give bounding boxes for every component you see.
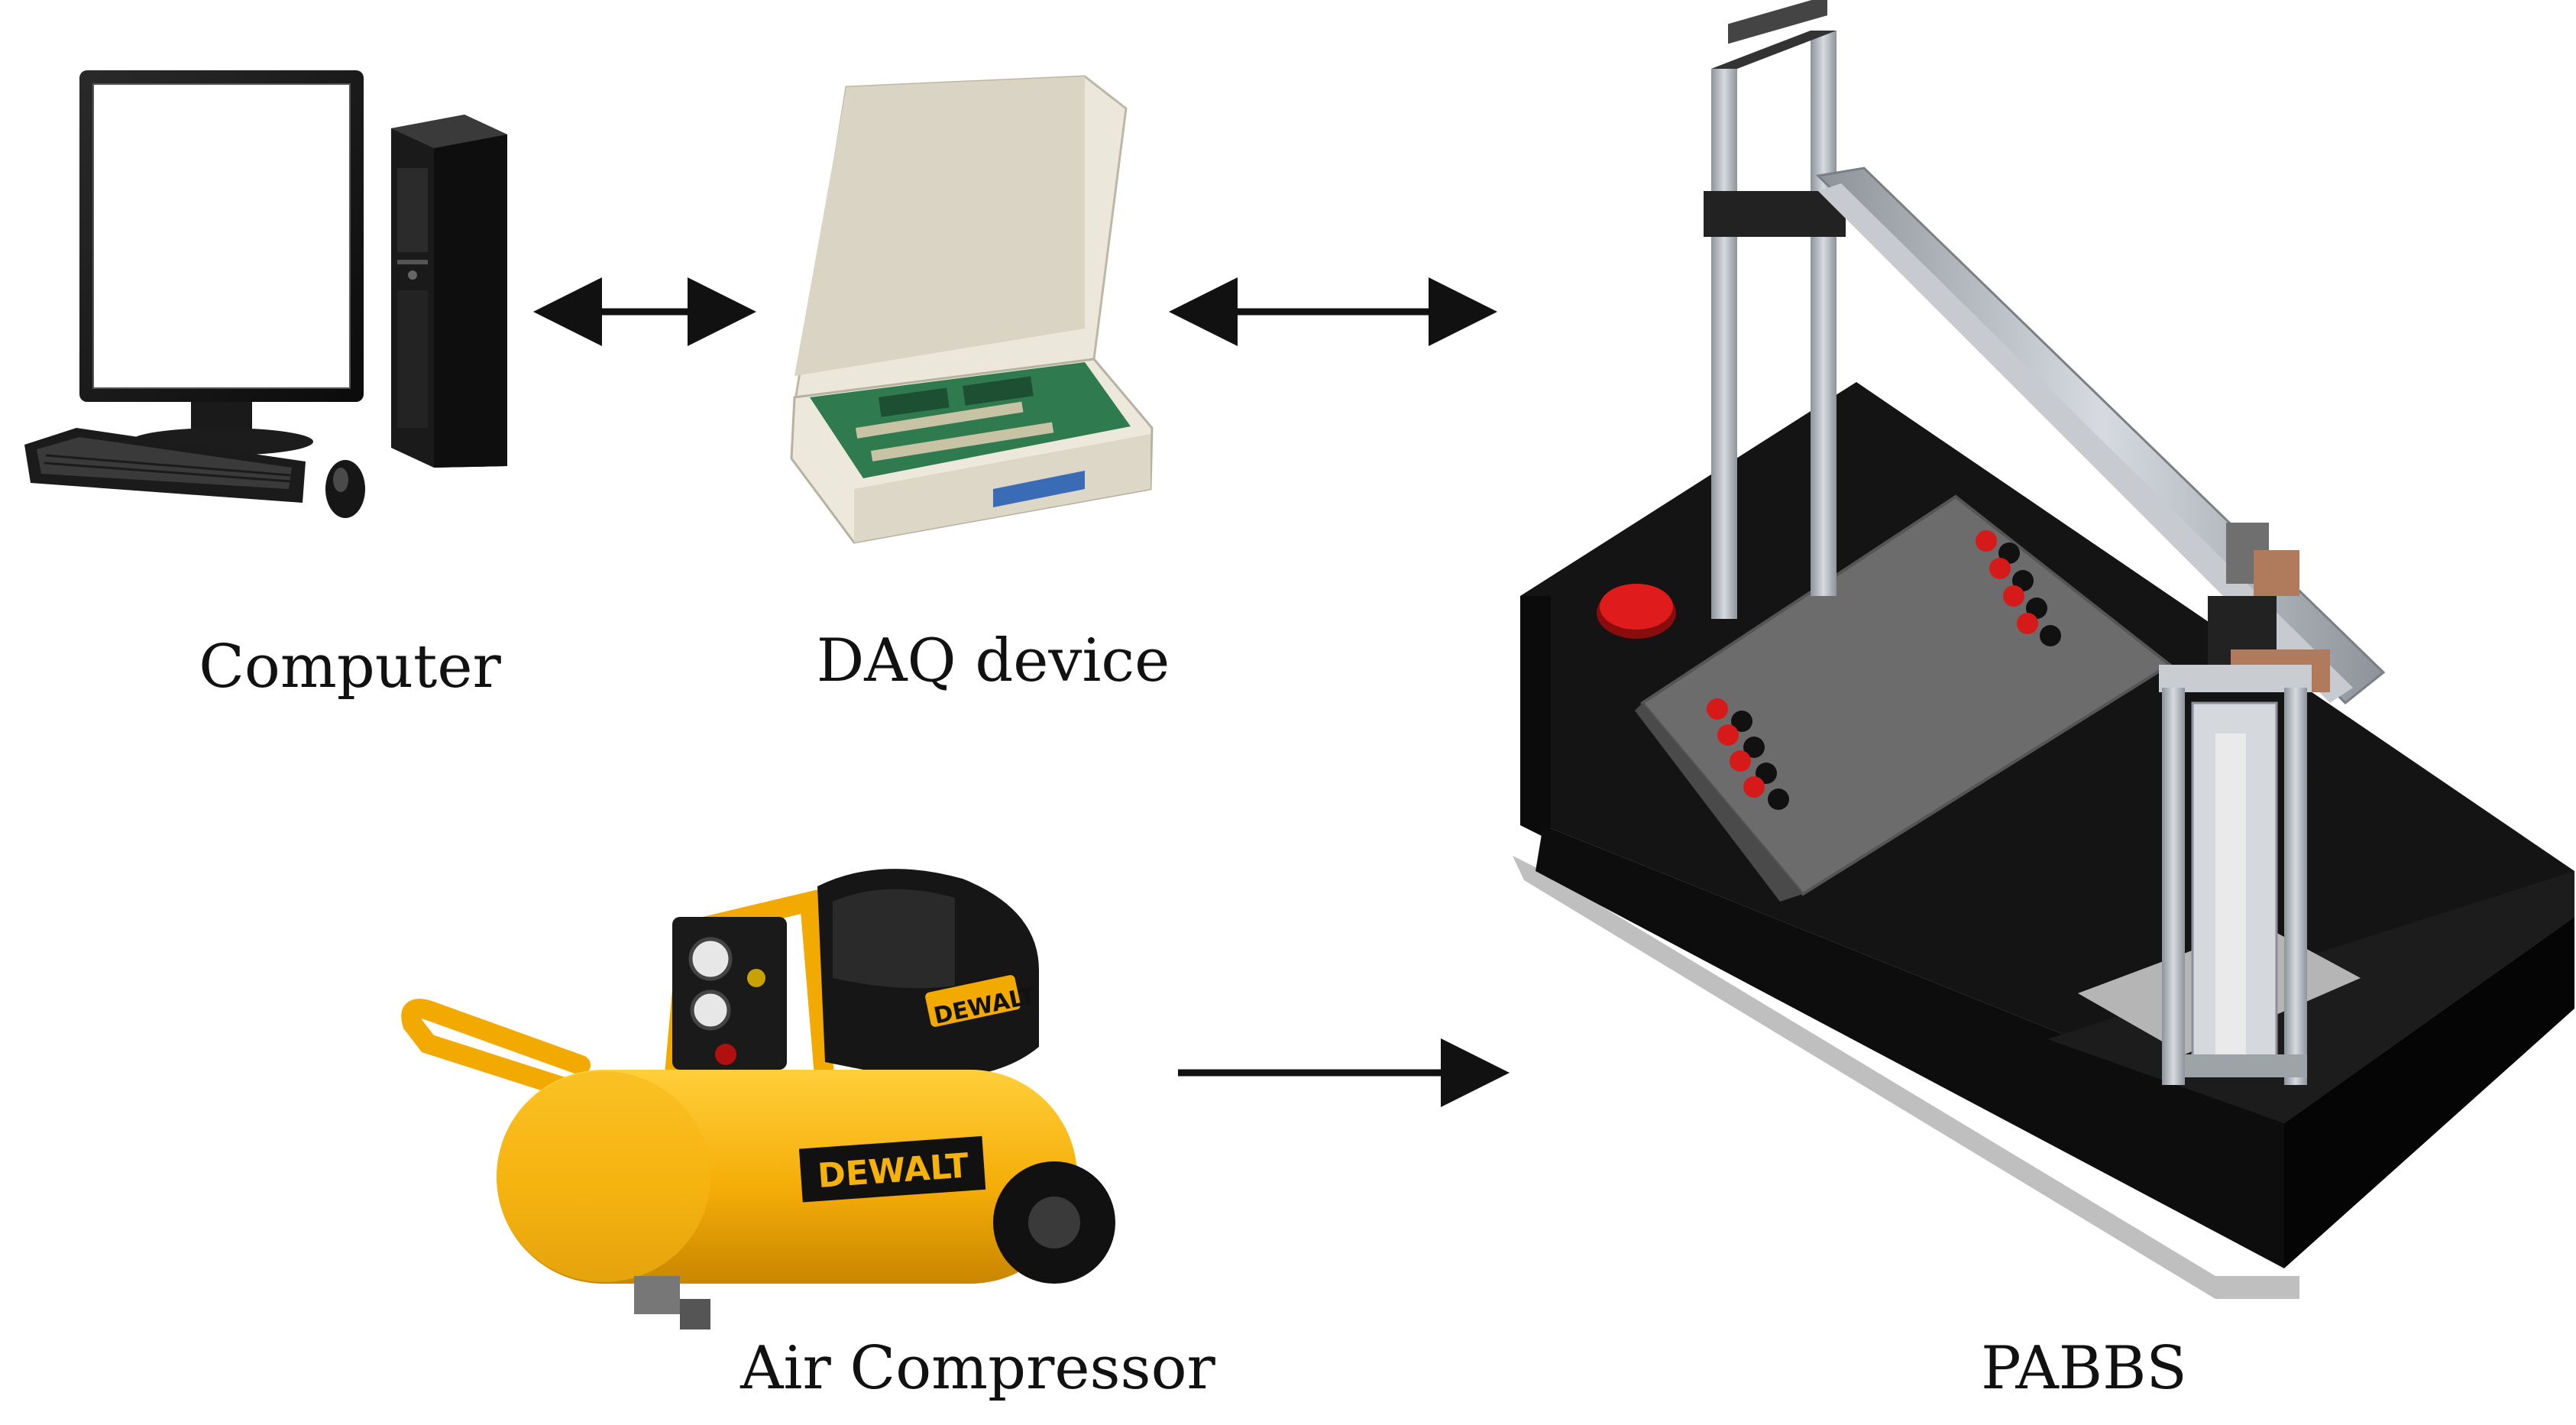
- air-compressor-label: Air Compressor: [740, 1334, 1215, 1403]
- panel-buttons-left: [1707, 698, 1789, 810]
- panel-buttons-right: [1976, 530, 2061, 646]
- pabbs-label: PABBS: [1981, 1334, 2187, 1403]
- computer-icon: [24, 70, 507, 518]
- daq-device-icon: [790, 75, 1154, 544]
- computer-label: Computer: [199, 633, 501, 701]
- air-compressor-icon: DEWALT DEWALT: [401, 869, 1115, 1329]
- daq-device-label: DAQ device: [816, 627, 1170, 695]
- pabbs-machine-icon: [1513, 0, 2574, 1299]
